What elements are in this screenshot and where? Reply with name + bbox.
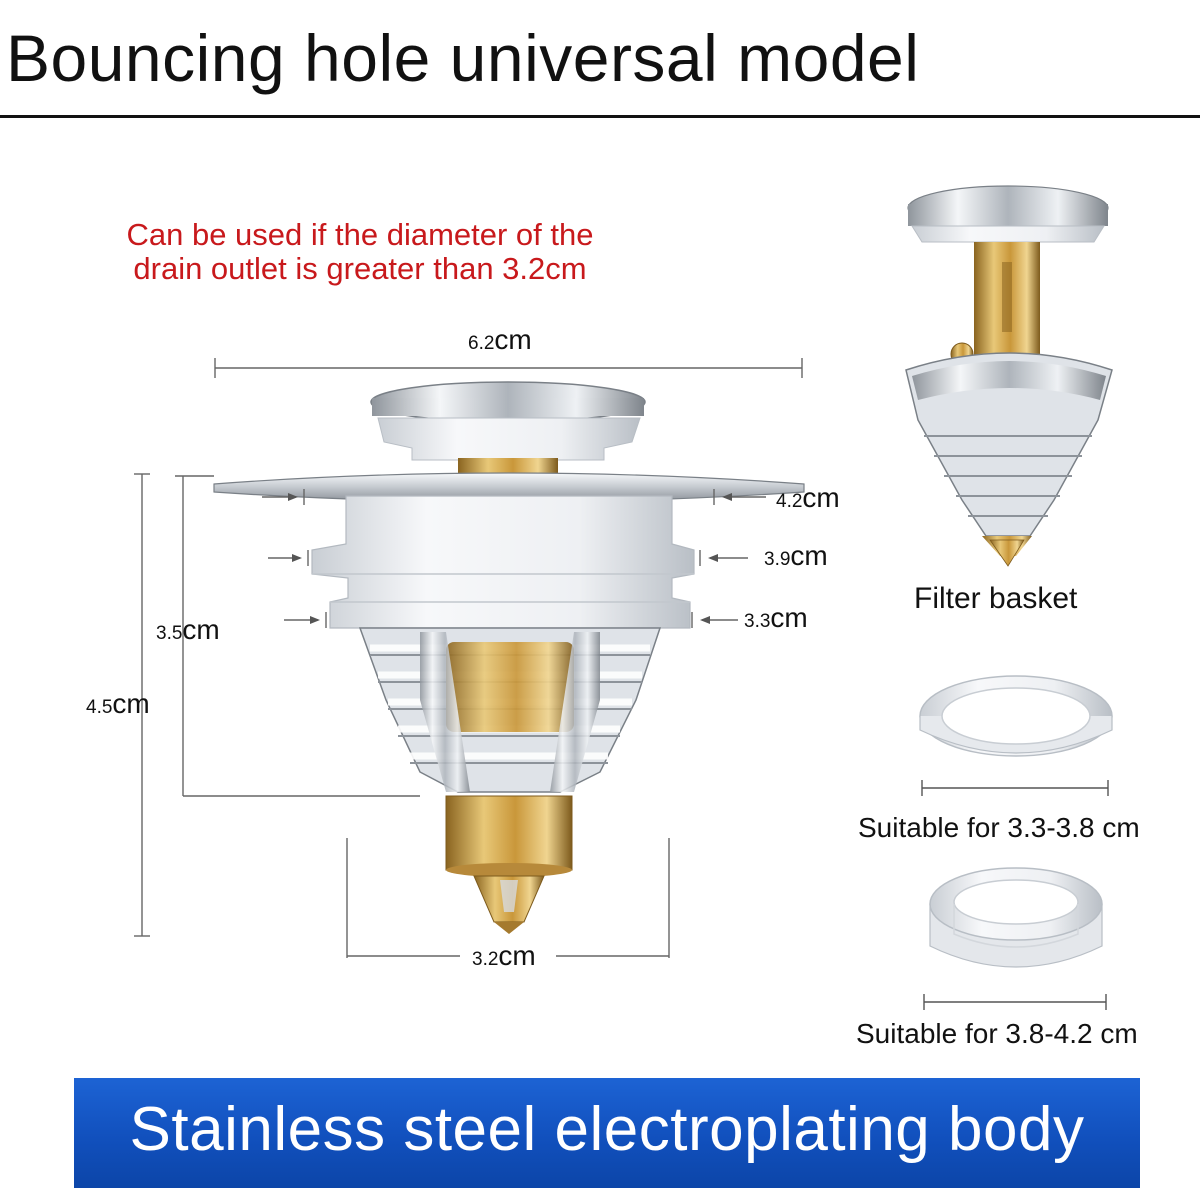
dim-d3: 3.3cm [744,602,808,634]
seal-body [311,495,695,629]
dim-d1: 4.2cm [776,482,840,514]
top-cap-rim [372,398,644,416]
dimension-arrows [288,493,732,624]
dim-width-bottom-value: 3.2 [472,949,499,970]
feature-banner-text: Stainless steel electroplating body [129,1095,1085,1164]
cap-seal [377,417,641,461]
dim-height-body-value: 3.5 [156,623,183,644]
caption-ring-small: Suitable for 3.3-3.8 cm [858,812,1140,843]
filter-basket-image [905,185,1113,567]
ring-large-image [923,867,1107,1010]
dim-height-body: 3.5cm [156,614,220,646]
dim-d1-value: 4.2 [776,491,803,512]
dim-unit: cm [498,940,536,971]
dim-d3-value: 3.3 [744,611,771,632]
caption-ring-large: Suitable for 3.8-4.2 cm [856,1018,1138,1049]
usage-note-line-1: Can be used if the diameter of the [126,217,594,252]
feature-banner: Stainless steel electroplating body [74,1078,1140,1188]
caption-filter-basket: Filter basket [914,582,1078,615]
dim-unit: cm [802,482,840,513]
dim-width-bottom: 3.2cm [472,940,536,972]
title-divider [0,115,1200,118]
dim-d2-value: 3.9 [764,549,791,570]
dim-unit: cm [770,602,808,633]
ring-small-image [919,675,1113,796]
usage-note-line-2: drain outlet is greater than 3.2cm [133,251,587,286]
main-drain-plug [213,381,805,934]
lower-cylinder [445,795,573,871]
dim-unit: cm [790,540,828,571]
dim-unit: cm [112,688,150,719]
dim-height-total: 4.5cm [86,688,150,720]
dim-height-total-value: 4.5 [86,697,113,718]
page-title: Bouncing hole universal model [6,21,920,95]
dim-width-top: 6.2cm [468,324,532,356]
dim-unit: cm [494,324,532,355]
dim-width-top-value: 6.2 [468,333,495,354]
brass-core [446,642,574,732]
dimension-lines [134,358,803,958]
usage-note: Can be used if the diameter of the drain… [60,218,660,286]
dim-unit: cm [182,614,220,645]
dim-d2: 3.9cm [764,540,828,572]
